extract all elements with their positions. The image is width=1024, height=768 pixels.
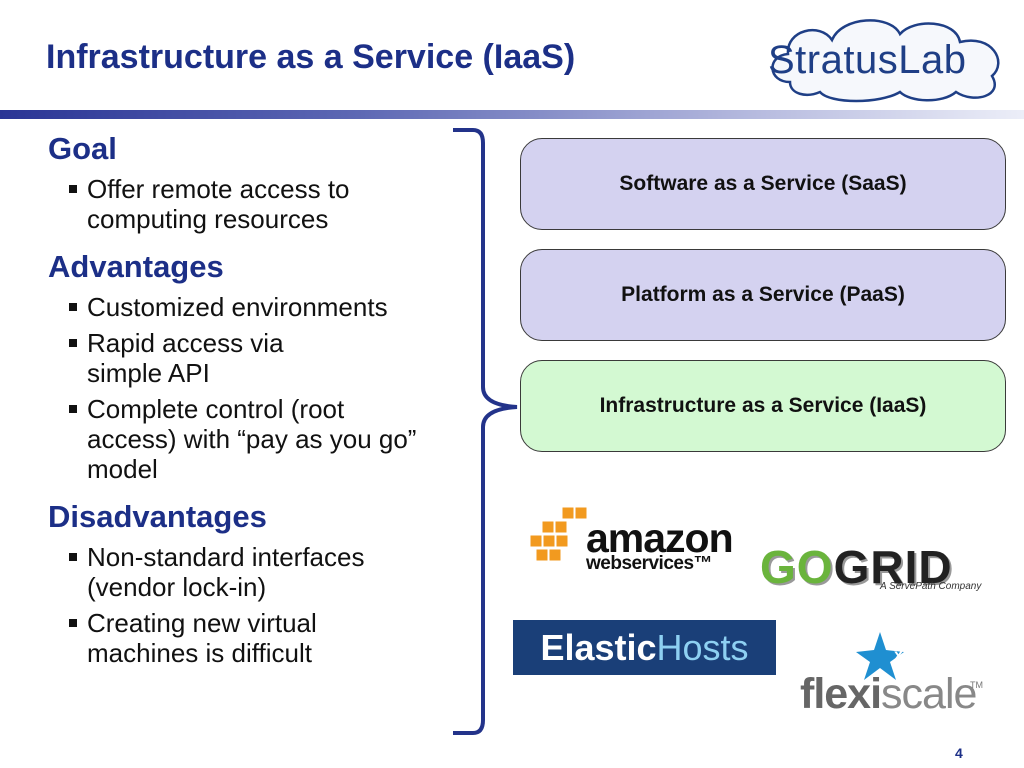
saas-label: Software as a Service (SaaS) (619, 172, 907, 195)
title-divider (0, 110, 1024, 119)
gogrid-logo: GOGRID A ServePath Company (758, 540, 988, 595)
bullet-item: Creating new virtual machines is difficu… (48, 608, 468, 668)
disadvantages-list: Non-standard interfaces (vendor lock-in)… (48, 542, 468, 668)
disadvantages-heading: Disadvantages (48, 499, 267, 534)
gogrid-wordmark: GOGRID (760, 540, 953, 594)
hosts-word: Hosts (656, 626, 749, 668)
bullet-text: Complete control (root access) with “pay… (87, 394, 417, 484)
paas-box: Platform as a Service (PaaS) (520, 249, 1006, 341)
bullet-item: Offer remote access to computing resourc… (48, 174, 468, 234)
aws-cubes-icon (529, 506, 588, 562)
square-bullet-icon (69, 185, 77, 193)
webservices-wordmark: webservices™ (586, 553, 713, 574)
saas-box: Software as a Service (SaaS) (520, 138, 1006, 230)
flexiscale-logo: x flexiscale TM (800, 630, 990, 725)
amazon-web-services-logo: amazon webservices™ (528, 505, 734, 580)
scale-part: scale (881, 670, 977, 718)
square-bullet-icon (69, 619, 77, 627)
bullet-item: Complete control (root access) with “pay… (48, 394, 468, 484)
amazon-wordmark: amazon (586, 515, 734, 561)
bullet-item: Rapid access via simple API (48, 328, 468, 388)
flexiscale-wordmark: flexiscale (800, 670, 977, 719)
goal-heading: Goal (48, 131, 117, 166)
svg-text:x: x (894, 647, 903, 664)
iaas-box: Infrastructure as a Service (IaaS) (520, 360, 1006, 452)
square-bullet-icon (69, 553, 77, 561)
square-bullet-icon (69, 303, 77, 311)
left-column: Goal Offer remote access to computing re… (48, 130, 468, 682)
slide-title: Infrastructure as a Service (IaaS) (46, 38, 576, 76)
bullet-item: Customized environments (48, 292, 468, 322)
flexiscale-star-icon: x (856, 632, 904, 680)
paas-label: Platform as a Service (PaaS) (621, 283, 905, 306)
elastic-word: Elastic (540, 626, 657, 668)
cloud-icon (771, 19, 1000, 103)
square-bullet-icon (69, 339, 77, 347)
bullet-text: Customized environments (87, 292, 388, 322)
goal-list: Offer remote access to computing resourc… (48, 174, 468, 234)
curly-bracket-icon (453, 128, 518, 735)
page-number: 4 (955, 745, 963, 761)
bullet-text: Offer remote access to computing resourc… (87, 174, 350, 234)
gogrid-grid: GRID (833, 541, 953, 593)
advantages-heading: Advantages (48, 249, 224, 284)
bullet-text: Non-standard interfaces (vendor lock-in) (87, 542, 365, 602)
gogrid-tagline: A ServePath Company (880, 581, 982, 592)
gogrid-go: GO (760, 541, 834, 593)
iaas-label: Infrastructure as a Service (IaaS) (599, 394, 927, 417)
stratuslab-logo: StratusLab (760, 12, 1010, 104)
trademark: TM (970, 680, 983, 690)
flexi-part: flexi (800, 670, 882, 718)
bullet-item: Non-standard interfaces (vendor lock-in) (48, 542, 468, 602)
logo-text: StratusLab (768, 38, 967, 82)
square-bullet-icon (69, 405, 77, 413)
bullet-text: Creating new virtual machines is difficu… (87, 608, 317, 668)
advantages-list: Customized environments Rapid access via… (48, 292, 468, 484)
bullet-text: Rapid access via simple API (87, 328, 284, 388)
